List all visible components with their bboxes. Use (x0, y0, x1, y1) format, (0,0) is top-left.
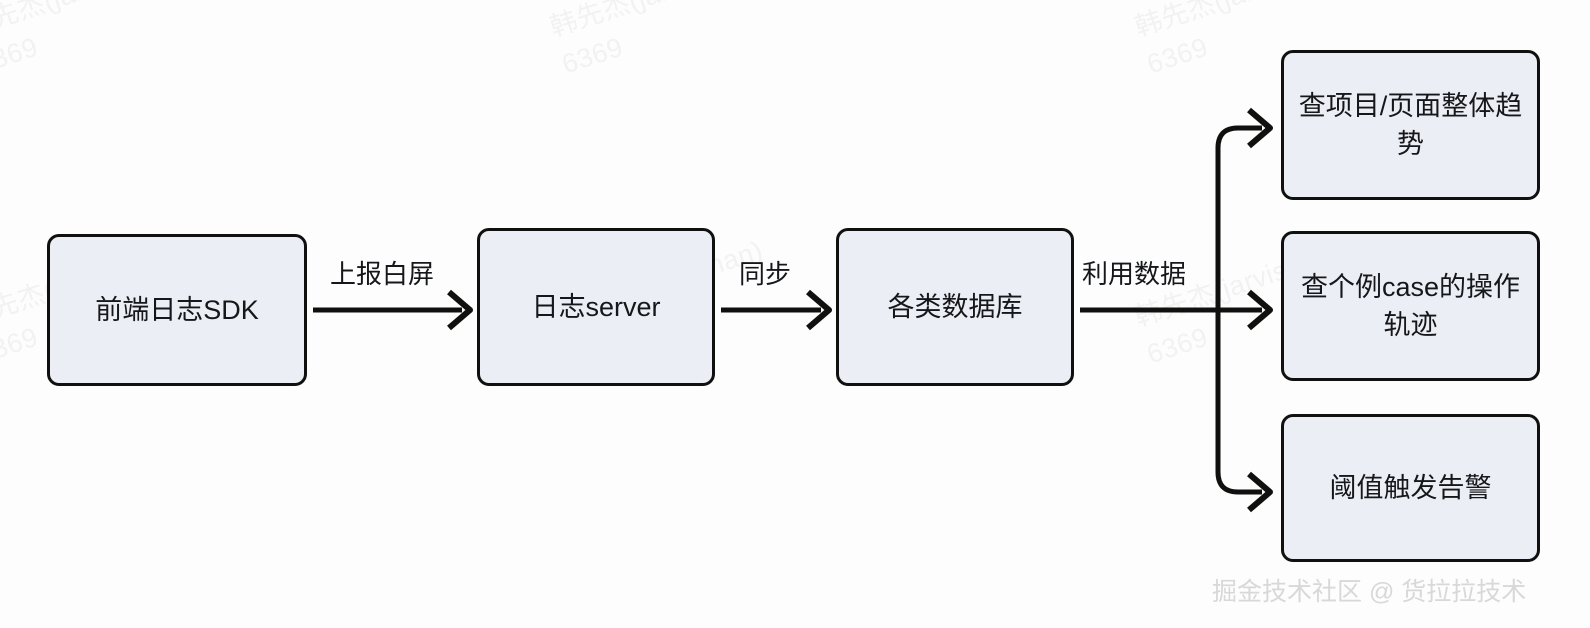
node-frontend-log-sdk[interactable]: 前端日志SDK (47, 234, 307, 386)
node-label: 查个例case的操作轨迹 (1300, 271, 1521, 340)
node-threshold-alert[interactable]: 阈值触发告警 (1281, 414, 1540, 562)
edge-label-report-white-screen: 上报白屏 (330, 259, 435, 289)
node-label: 各类数据库 (887, 291, 1023, 322)
node-case-trace[interactable]: 查个例case的操作轨迹 (1281, 231, 1540, 381)
source-credit: 掘金技术社区 @ 货拉拉技术 (1212, 578, 1527, 606)
node-project-page-trend[interactable]: 查项目/页面整体趋势 (1281, 50, 1540, 200)
edge-label-sync: 同步 (739, 259, 792, 289)
node-label: 日志server (531, 291, 661, 322)
node-label: 查项目/页面整体趋势 (1298, 90, 1523, 159)
node-label: 前端日志SDK (95, 294, 259, 325)
node-label: 阈值触发告警 (1329, 472, 1492, 503)
edge-label-use-data: 利用数据 (1082, 259, 1187, 289)
node-databases[interactable]: 各类数据库 (836, 228, 1074, 386)
node-log-server[interactable]: 日志server (477, 228, 715, 386)
